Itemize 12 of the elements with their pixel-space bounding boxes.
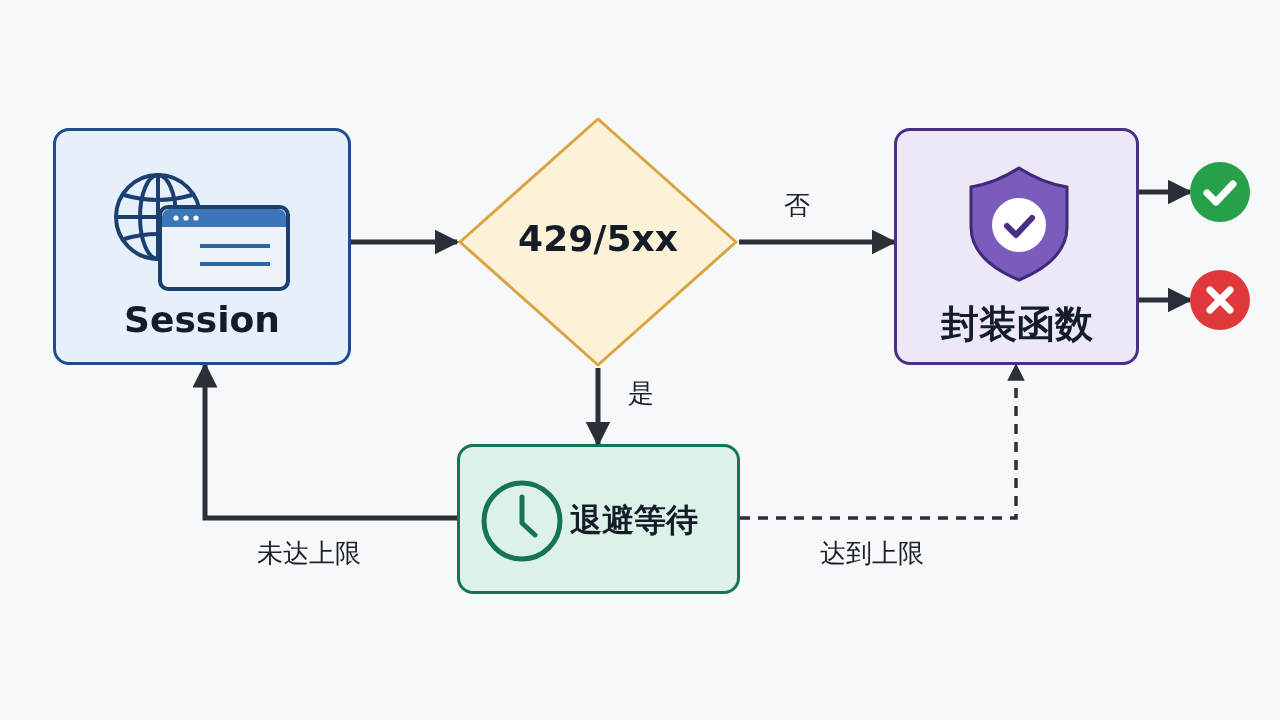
arrow [351,229,460,255]
node-label: 封装函数 [939,301,1094,348]
check-circle-icon [1190,162,1250,222]
process-box [53,128,351,365]
node-label: 429/5xx [517,218,679,259]
process-box [894,128,1139,365]
arrow [740,363,1025,520]
decision-diamond [457,116,739,368]
cross-circle-icon [1190,270,1250,330]
process-box [457,444,740,594]
node-label: 退避等待 [570,500,698,541]
node-label: Session [123,299,281,340]
